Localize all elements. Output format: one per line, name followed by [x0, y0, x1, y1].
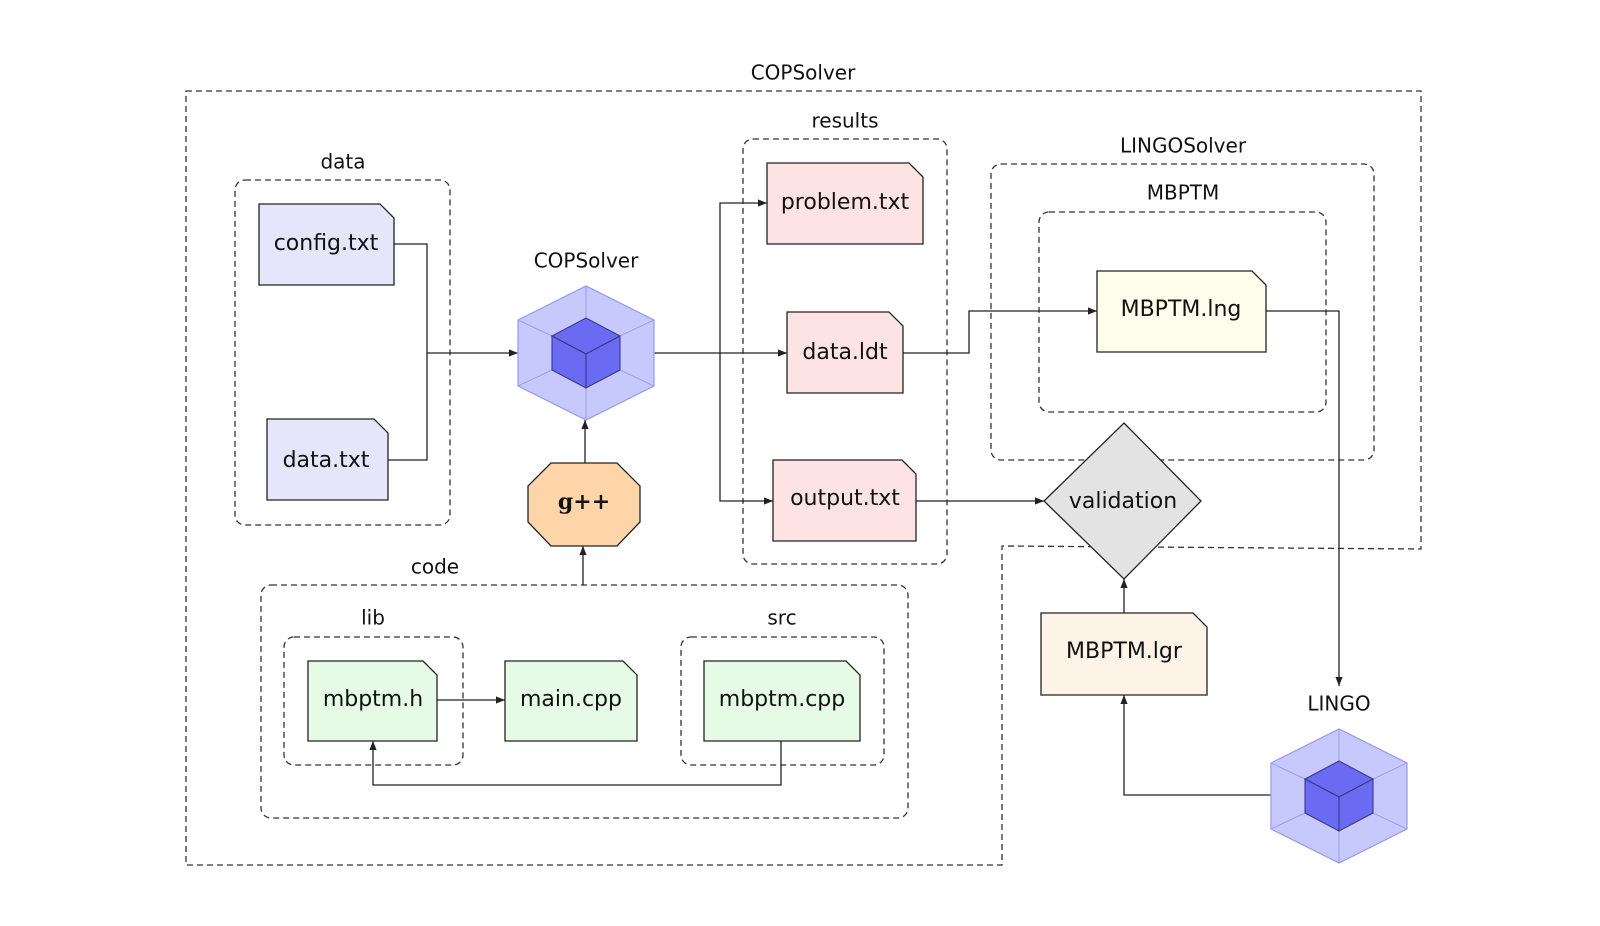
- edge-config-to-copsolver: [394, 243, 518, 357]
- svg-text:MBPTM.lgr: MBPTM.lgr: [1066, 639, 1183, 664]
- edge-mbptm-cpp-to-mbptm-h: [369, 740, 782, 786]
- edge-data-ldt-to-mbptm-lng: [903, 307, 1097, 354]
- svg-text:config.txt: config.txt: [274, 231, 379, 256]
- mbptm-group-label: MBPTM: [1147, 181, 1220, 205]
- lingo-engine-node[interactable]: LINGO: [1270, 692, 1408, 864]
- data-ldt-node[interactable]: data.ldt: [786, 311, 904, 394]
- mbptm-h-node[interactable]: mbptm.h: [307, 660, 438, 742]
- mbptm-lgr-node[interactable]: MBPTM.lgr: [1040, 612, 1208, 696]
- edge-mbptm-lng-to-lingo: [1266, 310, 1343, 686]
- copsolver-cube-icon: [517, 286, 655, 420]
- copsolver-engine-label: COPSolver: [534, 249, 639, 273]
- results-group-label: results: [811, 109, 878, 133]
- gpp-compiler-node[interactable]: g++: [527, 462, 641, 547]
- output-txt-node[interactable]: output.txt: [772, 459, 917, 542]
- copsolver-group-boundary: [185, 90, 1422, 866]
- code-group-boundary: [260, 584, 909, 819]
- edge-copsolver-to-problem-txt: [719, 199, 767, 353]
- lingo-engine-label: LINGO: [1307, 692, 1370, 716]
- mbptm-lng-node[interactable]: MBPTM.lng: [1096, 270, 1267, 353]
- svg-text:output.txt: output.txt: [790, 486, 900, 511]
- svg-text:mbptm.h: mbptm.h: [323, 687, 423, 712]
- lingo-cube-icon: [1270, 729, 1408, 863]
- results-group-boundary: [742, 138, 948, 565]
- svg-text:mbptm.cpp: mbptm.cpp: [719, 687, 845, 712]
- svg-text:g++: g++: [558, 489, 610, 515]
- lingosolver-group-boundary: [990, 163, 1375, 461]
- lib-group-label: lib: [361, 606, 385, 630]
- copsolver-engine-node[interactable]: COPSolver: [517, 249, 655, 421]
- svg-text:validation: validation: [1069, 489, 1177, 514]
- problem-txt-node[interactable]: problem.txt: [766, 162, 924, 245]
- copsolver-group-label: COPSolver: [751, 61, 856, 85]
- svg-text:MBPTM.lng: MBPTM.lng: [1121, 297, 1242, 322]
- lingosolver-group-label: LINGOSolver: [1120, 134, 1247, 158]
- svg-text:data.ldt: data.ldt: [802, 340, 888, 365]
- edge-copsolver-to-output-txt: [719, 353, 773, 505]
- svg-text:main.cpp: main.cpp: [520, 687, 622, 712]
- code-group-label: code: [411, 555, 459, 579]
- svg-text:data.txt: data.txt: [283, 448, 370, 473]
- mbptm-group-boundary: [1038, 211, 1327, 413]
- main-cpp-node[interactable]: main.cpp: [504, 660, 638, 742]
- validation-node[interactable]: validation: [1043, 422, 1202, 580]
- data-group-label: data: [320, 150, 365, 174]
- edge-lingo-to-mbptm-lgr: [1120, 695, 1274, 796]
- edge-data-to-copsolver: [388, 353, 428, 461]
- src-group-label: src: [767, 606, 796, 630]
- svg-text:problem.txt: problem.txt: [781, 190, 910, 215]
- config-txt-node[interactable]: config.txt: [258, 203, 395, 286]
- src-group-boundary: [680, 636, 885, 766]
- mbptm-cpp-node[interactable]: mbptm.cpp: [703, 660, 861, 742]
- data-txt-node[interactable]: data.txt: [266, 418, 389, 501]
